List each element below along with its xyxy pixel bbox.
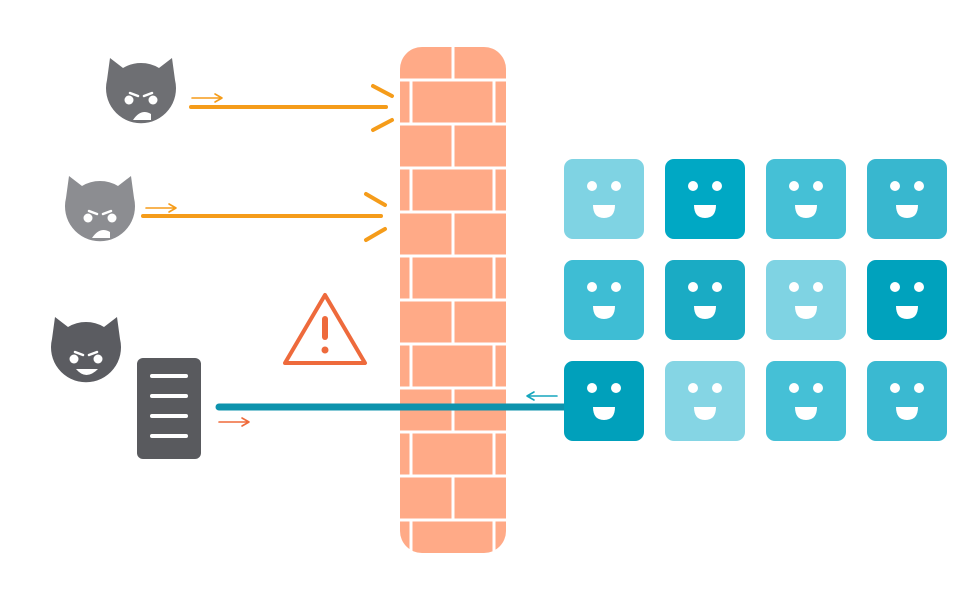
user-2-4 (867, 260, 947, 340)
user-3-4 (867, 361, 947, 441)
smiley-face-icon (766, 159, 846, 239)
devil-face-icon (65, 176, 135, 242)
request-arrow (218, 417, 250, 427)
user-1-3 (766, 159, 846, 239)
attack-arrow-1 (189, 84, 394, 132)
user-2-3 (766, 260, 846, 340)
attacker-3 (51, 317, 250, 459)
user-3-2 (665, 361, 745, 441)
smiley-face-icon (867, 159, 947, 239)
wall-mortar-lines (400, 47, 506, 553)
smiley-face-icon (564, 159, 644, 239)
attack-arrow-2 (141, 192, 387, 242)
users-grid (564, 159, 947, 441)
user-3-1 (564, 361, 644, 441)
user-1-4 (867, 159, 947, 239)
user-3-3 (766, 361, 846, 441)
smiley-face-icon (665, 260, 745, 340)
user-1-2 (665, 159, 745, 239)
devil-face-icon (106, 58, 176, 124)
response-connection (215, 391, 570, 411)
smiley-face-icon (564, 361, 644, 441)
smiley-face-icon (665, 159, 745, 239)
devil-face-icon (51, 317, 122, 383)
user-2-2 (665, 260, 745, 340)
smiley-face-icon (867, 361, 947, 441)
user-1-1 (564, 159, 644, 239)
attacker-2 (65, 176, 387, 242)
document-icon (137, 358, 201, 459)
smiley-face-icon (665, 361, 745, 441)
smiley-face-icon (564, 260, 644, 340)
smiley-face-icon (867, 260, 947, 340)
smiley-face-icon (766, 260, 846, 340)
warning-triangle-icon (283, 293, 367, 365)
attacker-1 (106, 58, 394, 132)
user-2-1 (564, 260, 644, 340)
smiley-face-icon (766, 361, 846, 441)
firewall-wall (400, 47, 506, 553)
